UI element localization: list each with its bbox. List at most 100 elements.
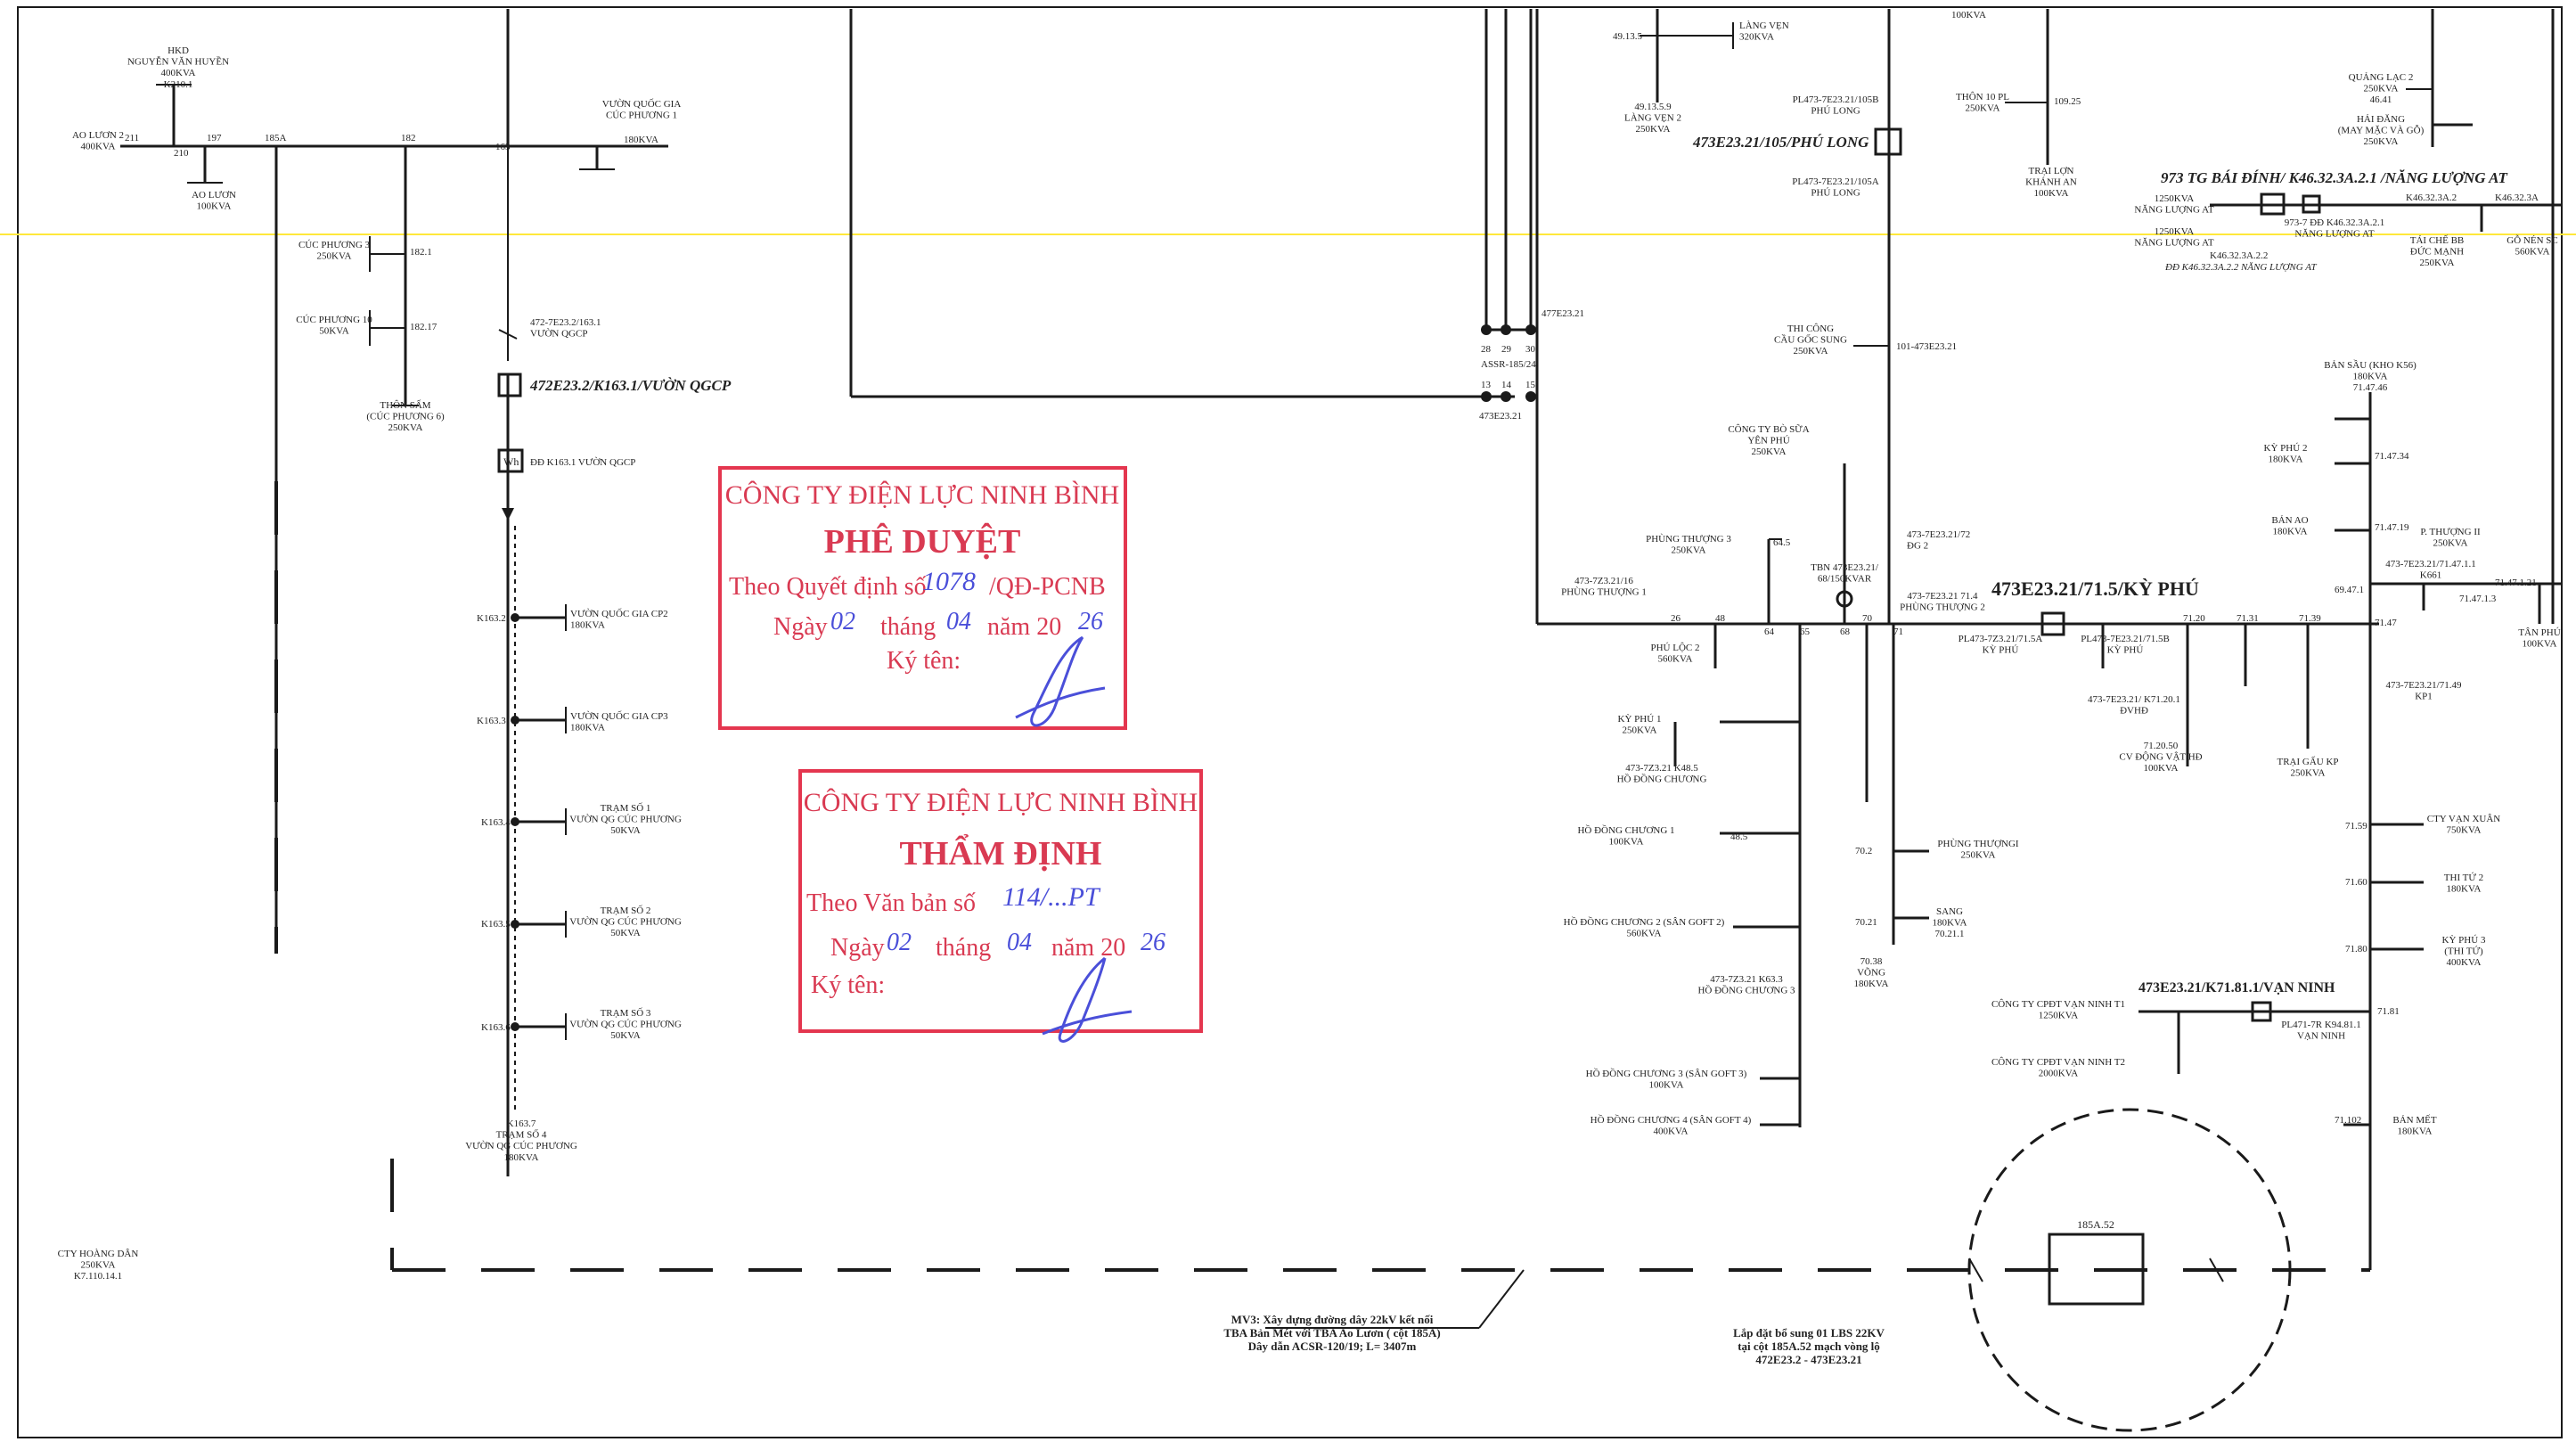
stamp2-title: THẨM ĐỊNH bbox=[900, 834, 1102, 873]
stamp1-hand-year: 26 bbox=[1078, 608, 1103, 635]
label-p64-5: 64.5 bbox=[1773, 537, 1791, 548]
label-p71-59: 71.59 bbox=[2345, 821, 2367, 832]
label-p71-47: 71.47 bbox=[2375, 618, 2397, 628]
stamp1-sign: Ký tên: bbox=[887, 647, 961, 675]
stamp1-line1-suffix: /QĐ-PCNB bbox=[989, 573, 1106, 601]
label-p71-80: 71.80 bbox=[2345, 944, 2367, 955]
feeder-qgcp-title: 472E23.2/K163.1/VƯỜN QGCP bbox=[529, 377, 732, 394]
label-k100top: 100KVA bbox=[1951, 10, 1986, 20]
label-hdc3: HỒ ĐỒNG CHƯƠNG 3 (SÂN GOFT 3)100KVA bbox=[1586, 1068, 1747, 1091]
stamp2-company: CÔNG TY ĐIỆN LỰC NINH BÌNH bbox=[804, 788, 1198, 817]
label-b26: 26 bbox=[1671, 613, 1681, 624]
label-p182-17: 182.17 bbox=[410, 322, 438, 332]
label-dd: ĐĐ K163.1 VƯỜN QGCP bbox=[530, 457, 635, 468]
label-t14: 14 bbox=[1501, 380, 1512, 390]
stamp1-title: PHÊ DUYỆT bbox=[824, 523, 1021, 561]
stamp1-hand-number: 1078 bbox=[922, 567, 976, 596]
label-k163-5: K163.5 bbox=[481, 919, 511, 930]
left-feeder bbox=[120, 9, 1916, 1329]
label-p70-21: 70.21 bbox=[1855, 917, 1877, 928]
label-p71-39: 71.39 bbox=[2299, 613, 2321, 624]
feeder-van-ninh: 473E23.21/K71.81.1/VẠN NINH bbox=[2138, 980, 2335, 995]
label-p211: 211 bbox=[125, 133, 139, 143]
label-e477: 477E23.21 bbox=[1542, 308, 1584, 319]
label-p210: 210 bbox=[174, 148, 189, 159]
stamp2-day: Ngày bbox=[830, 934, 885, 962]
label-k163-4: K163.4 bbox=[481, 817, 511, 828]
label-t15: 15 bbox=[1525, 380, 1536, 390]
label-b65: 65 bbox=[1800, 627, 1811, 637]
stamp2-hand-month: 04 bbox=[1007, 929, 1032, 956]
label-p101: 101-473E23.21 bbox=[1896, 341, 1957, 352]
label-p49-13-5: 49.13.5 bbox=[1613, 31, 1643, 42]
stamp1-line1: Theo Quyết định số bbox=[729, 573, 927, 601]
stamp2-sign: Ký tên: bbox=[811, 971, 885, 999]
label-p71-47-1-3: 71.47.1.3 bbox=[2459, 594, 2497, 604]
label-b68: 68 bbox=[1840, 627, 1851, 637]
stamp1-hand-day: 02 bbox=[830, 608, 855, 635]
label-k46-2: K46.32.3A.2.2 bbox=[2210, 250, 2268, 261]
label-p197: 197 bbox=[207, 133, 222, 143]
label-kva180: 180KVA bbox=[624, 135, 658, 145]
label-lbs-pole: 185A.52 bbox=[2077, 1218, 2114, 1231]
label-k163-2: K163.2 bbox=[477, 613, 506, 624]
label-b48: 48 bbox=[1715, 613, 1726, 624]
stamp2-month: tháng bbox=[936, 934, 991, 962]
label-b71: 71 bbox=[1893, 627, 1903, 637]
label-hdc4: HỒ ĐỒNG CHƯƠNG 4 (SÂN GOFT 4)400KVA bbox=[1591, 1114, 1752, 1137]
label-tbn: TBN 473E23.21/68/150KVAR bbox=[1811, 562, 1879, 585]
lbs-callout-circle bbox=[1967, 1108, 2292, 1432]
label-p163: 163 bbox=[495, 142, 511, 152]
label-p71-60: 71.60 bbox=[2345, 877, 2367, 888]
stamp2-line1: Theo Văn bản số bbox=[806, 889, 976, 917]
feeder-phu-long: 473E23.21/105/PHÚ LONG bbox=[1692, 134, 1869, 151]
label-ky-phu3: KỲ PHÚ 3(THI TỨ)400KVA bbox=[2442, 935, 2486, 968]
stamp1-company: CÔNG TY ĐIỆN LỰC NINH BÌNH bbox=[725, 480, 1119, 510]
stamp1-signature bbox=[1015, 635, 1106, 727]
center-labels: 28 29 30 477E23.21 ASSR-185/24 13 14 15 … bbox=[1479, 308, 1584, 422]
label-p71-20: 71.20 bbox=[2183, 613, 2205, 624]
label-p71-102: 71.102 bbox=[2335, 1115, 2361, 1126]
stamp2-hand-year: 26 bbox=[1141, 929, 1165, 956]
label-t28: 28 bbox=[1481, 344, 1492, 355]
label-thon-sam: THÔN SẤM(CÚC PHƯƠNG 6)250KVA bbox=[366, 399, 445, 433]
label-p71-47-1-21: 71.47.1.21 bbox=[2495, 578, 2537, 588]
